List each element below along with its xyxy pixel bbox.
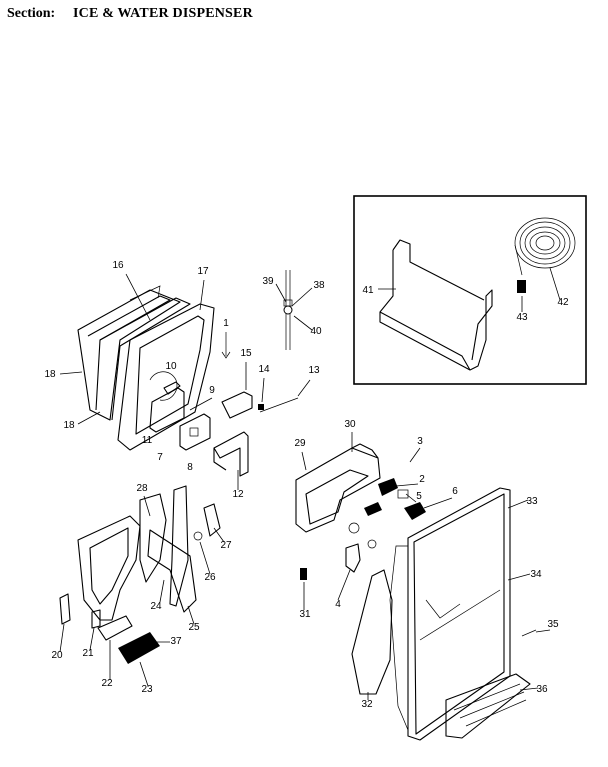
part-label-18: 18 bbox=[44, 369, 56, 380]
part-label-21: 21 bbox=[82, 648, 94, 659]
actuator-parts bbox=[149, 332, 299, 477]
part-label-2: 2 bbox=[419, 474, 425, 485]
door-panel-assembly bbox=[77, 285, 215, 451]
part-label-34: 34 bbox=[530, 569, 542, 580]
part-label-31: 31 bbox=[299, 609, 311, 620]
part-label-37: 37 bbox=[170, 636, 182, 647]
part-label-29: 29 bbox=[294, 438, 306, 449]
inset-box bbox=[353, 195, 587, 385]
part-label-26: 26 bbox=[204, 572, 216, 583]
part-label-40: 40 bbox=[310, 326, 322, 337]
water-line-fitting bbox=[283, 270, 293, 350]
section-header: Section: ICE & WATER DISPENSER bbox=[7, 6, 253, 22]
part-label-32: 32 bbox=[361, 699, 373, 710]
lever-assembly bbox=[59, 485, 221, 664]
dispenser-door-panel bbox=[389, 487, 537, 741]
leader-lines bbox=[59, 267, 561, 700]
part-41-bracket bbox=[379, 239, 493, 371]
part-label-23: 23 bbox=[141, 684, 153, 695]
section-label: Section: bbox=[7, 6, 56, 21]
part-label-36: 36 bbox=[536, 684, 548, 695]
part-label-35: 35 bbox=[547, 619, 559, 630]
part-label-14: 14 bbox=[258, 364, 270, 375]
part-label-41: 41 bbox=[362, 285, 374, 296]
part-label-5: 5 bbox=[416, 491, 422, 502]
part-label-6: 6 bbox=[452, 486, 458, 497]
part-label-17: 17 bbox=[197, 266, 209, 277]
part-label-1: 1 bbox=[223, 318, 229, 329]
part-label-3: 3 bbox=[417, 436, 423, 447]
part-label-10: 10 bbox=[165, 361, 177, 372]
part-label-27: 27 bbox=[220, 540, 232, 551]
part-label-11: 11 bbox=[142, 435, 153, 446]
part-label-18: 18 bbox=[63, 420, 75, 431]
part-label-8: 8 bbox=[187, 462, 193, 473]
part-label-13: 13 bbox=[308, 365, 320, 376]
part-label-28: 28 bbox=[136, 483, 148, 494]
part-label-20: 20 bbox=[51, 650, 63, 661]
part-label-7: 7 bbox=[157, 452, 163, 463]
part-label-22: 22 bbox=[101, 678, 113, 689]
part-label-25: 25 bbox=[188, 622, 200, 633]
part-42-coiled-tube bbox=[514, 217, 576, 276]
part-label-4: 4 bbox=[335, 599, 341, 610]
part-43-fitting bbox=[517, 280, 526, 293]
section-title: ICE & WATER DISPENSER bbox=[73, 6, 253, 21]
part-label-39: 39 bbox=[262, 276, 274, 287]
part-label-30: 30 bbox=[344, 419, 356, 430]
part-label-9: 9 bbox=[209, 385, 215, 396]
part-label-15: 15 bbox=[240, 348, 252, 359]
part-label-38: 38 bbox=[313, 280, 325, 291]
dispenser-housing bbox=[295, 443, 426, 695]
part-label-16: 16 bbox=[112, 260, 124, 271]
part-label-43: 43 bbox=[516, 312, 528, 323]
part-label-33: 33 bbox=[526, 496, 538, 507]
part-label-42: 42 bbox=[557, 297, 569, 308]
part-label-12: 12 bbox=[232, 489, 244, 500]
part-label-24: 24 bbox=[150, 601, 162, 612]
